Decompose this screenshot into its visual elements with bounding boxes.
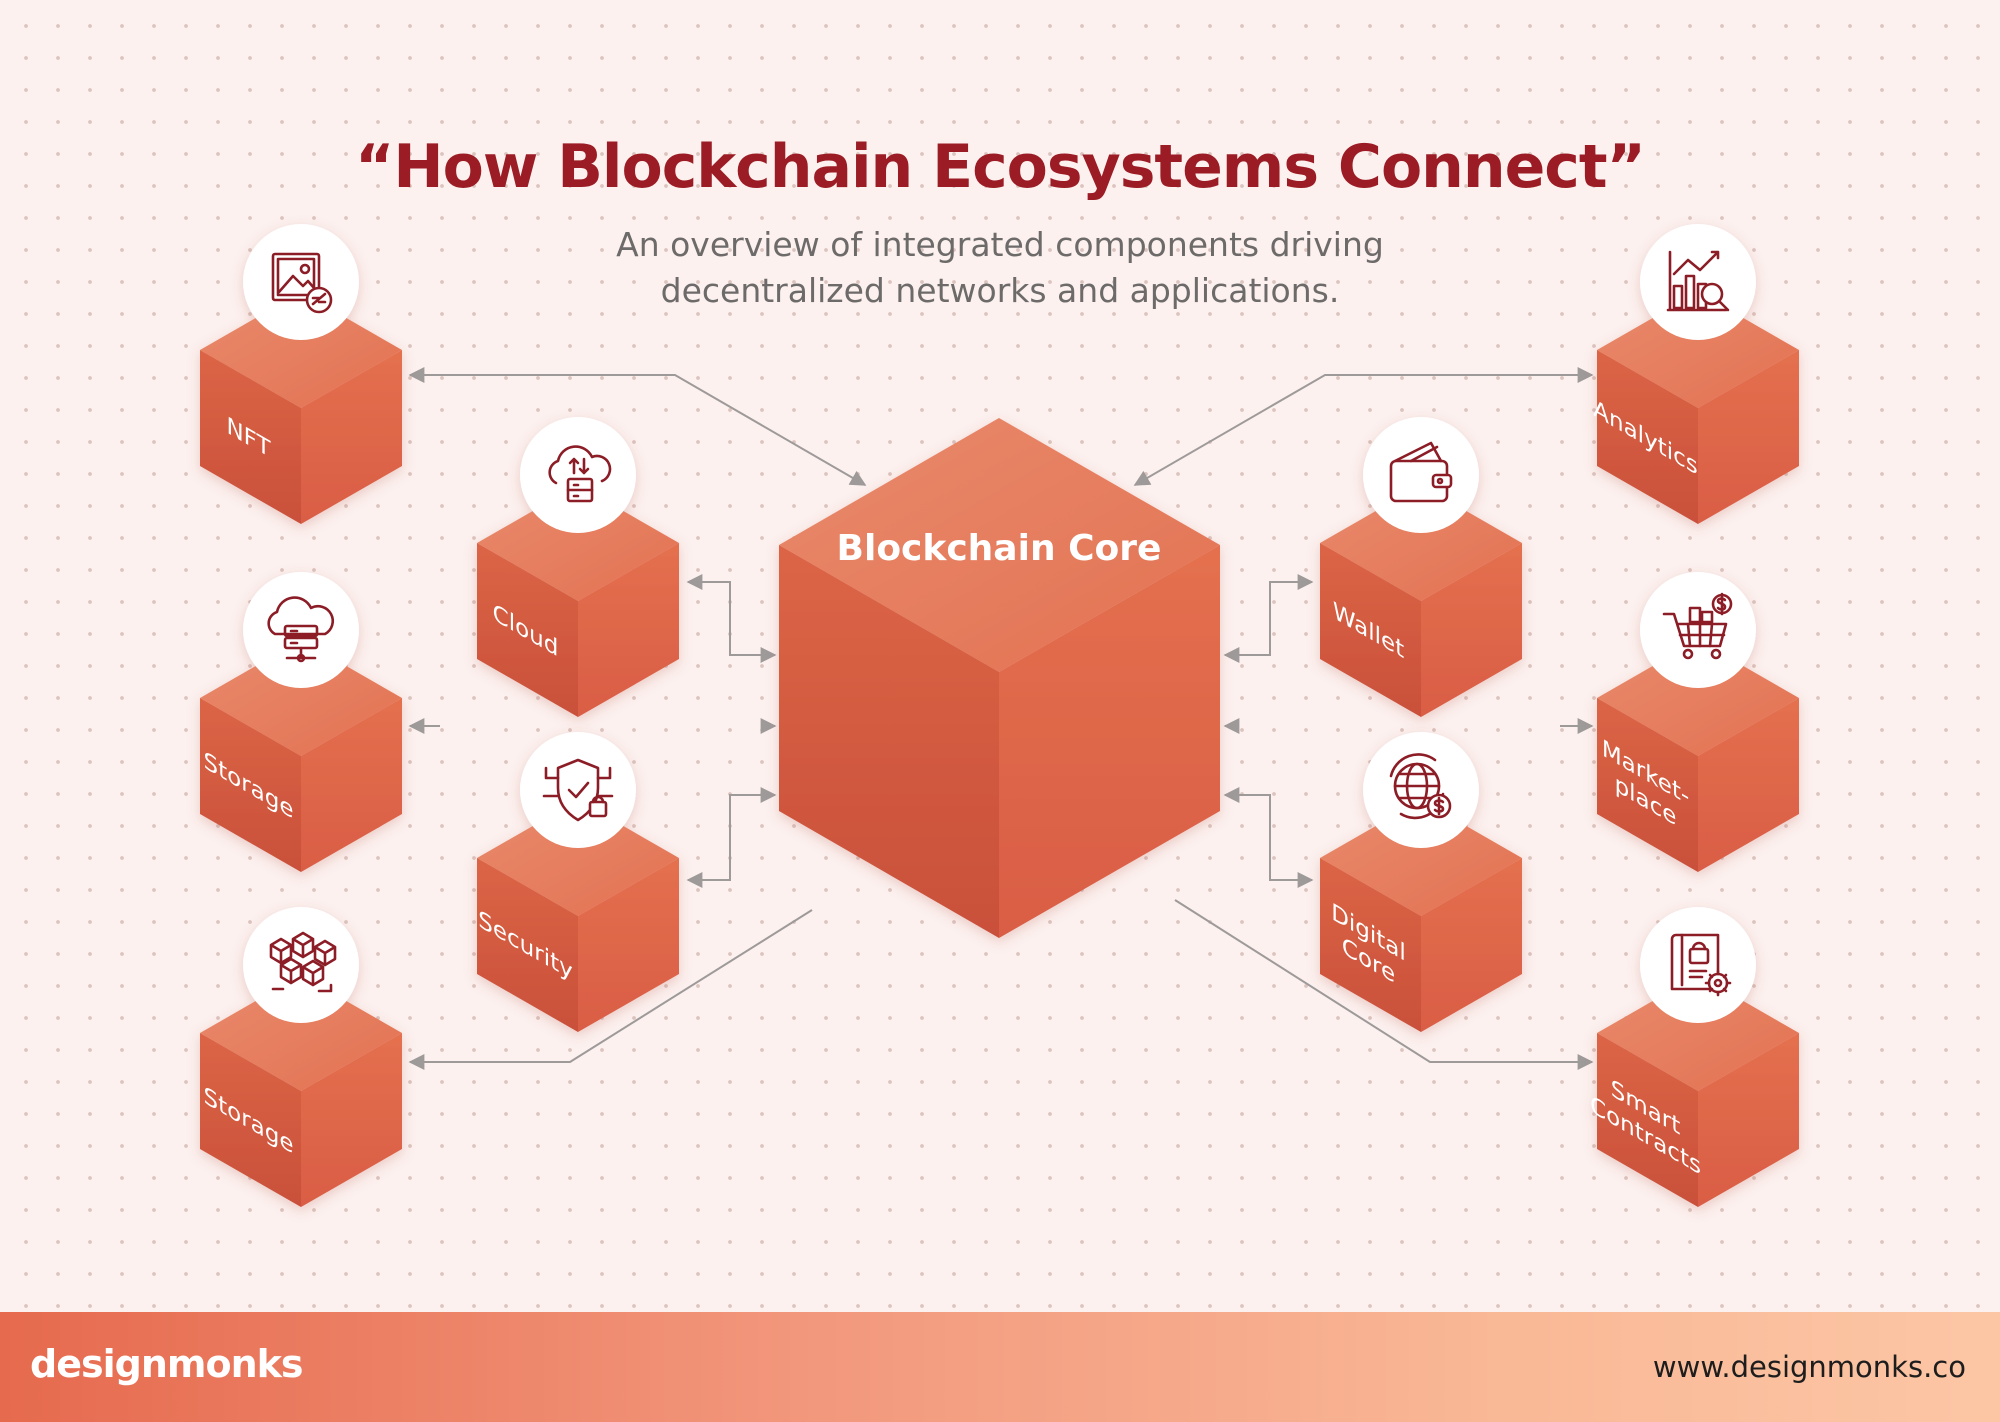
cube-left-face — [477, 858, 578, 1032]
icon-badge-wallet — [1363, 417, 1479, 533]
cube-analytics: Analytics — [1593, 224, 1799, 524]
footer-url[interactable]: www.designmonks.co — [1652, 1350, 1966, 1384]
cloud-server-icon — [267, 596, 335, 663]
icon-badge-smart-contracts — [1640, 907, 1756, 1023]
core-cube-top — [779, 418, 1220, 672]
page-subtitle: An overview of integrated components dri… — [0, 222, 2000, 314]
cube-left-face — [1597, 350, 1698, 524]
cube-left-face — [200, 350, 301, 524]
cube-left-face — [1597, 698, 1698, 872]
nft-image-icon — [271, 252, 333, 314]
connector-smartcontracts-core — [1174, 899, 1594, 1070]
cube-security: Security — [477, 732, 679, 1032]
blocks-icon — [269, 931, 337, 993]
ecosystem-diagram: Blockchain Core NFTCloudStorageSecurityS… — [200, 224, 1799, 1207]
cube-storage-1: Storage — [200, 572, 402, 872]
connectors — [408, 367, 1594, 1070]
shopping-cart-icon — [1662, 592, 1733, 660]
page-title: “How Blockchain Ecosystems Connect” — [355, 132, 1646, 202]
wallet-icon — [1389, 441, 1453, 503]
icon-badge-circle — [1640, 907, 1756, 1023]
connector-wallet-core — [1223, 574, 1314, 663]
icon-badge-circle — [520, 417, 636, 533]
cube-left-face — [1597, 1033, 1698, 1207]
core-cube-left — [779, 545, 999, 938]
icon-badge-circle — [1640, 224, 1756, 340]
connector-security-core — [686, 787, 777, 888]
footer-bar: designmonks www.designmonks.co — [0, 1312, 2000, 1422]
cloud-upload-icon — [548, 445, 612, 503]
icon-badge-circle — [1363, 417, 1479, 533]
cube-digital-core: DigitalCore — [1320, 732, 1522, 1032]
globe-dollar-icon — [1389, 753, 1452, 820]
blockchain-core-cube: Blockchain Core — [779, 418, 1220, 938]
icon-badge-circle — [1640, 572, 1756, 688]
cube-nft: NFT — [200, 224, 402, 524]
cube-cloud: Cloud — [477, 417, 679, 717]
subtitle-line-1: An overview of integrated components dri… — [616, 225, 1384, 264]
cube-right-face — [1698, 698, 1799, 872]
brand-logo: designmonks — [30, 1342, 304, 1386]
cube-left-face — [1320, 543, 1421, 717]
cube-left-face — [1320, 858, 1421, 1032]
icon-badge-circle — [1363, 732, 1479, 848]
cube-right-face — [578, 858, 679, 1032]
contract-gear-icon — [1670, 933, 1732, 997]
cube-left-face — [200, 1033, 301, 1207]
connector-analytics-core — [1133, 367, 1594, 486]
cube-right-face — [1698, 1033, 1799, 1207]
cube-storage-2: Storage — [200, 907, 402, 1207]
cube-right-face — [301, 1033, 402, 1207]
core-cube-right — [999, 545, 1220, 938]
cube-right-face — [301, 350, 402, 524]
shield-lock-icon — [542, 758, 614, 822]
icon-badge-storage-1 — [243, 572, 359, 688]
connector-storage2-core — [408, 909, 813, 1070]
cube-marketplace: Market-place — [1597, 572, 1799, 872]
cube-right-face — [1421, 543, 1522, 717]
cube-right-face — [578, 543, 679, 717]
core-label: Blockchain Core — [837, 528, 1162, 569]
cube-smart-contracts: SmartContracts — [1590, 907, 1799, 1207]
connector-digitalcore-core — [1223, 787, 1314, 888]
icon-badge-circle — [243, 572, 359, 688]
cube-left-face — [477, 543, 578, 717]
connector-cloud-core — [686, 574, 777, 663]
analytics-chart-icon — [1666, 250, 1730, 312]
icon-badge-nft — [243, 224, 359, 340]
icon-badge-analytics — [1640, 224, 1756, 340]
component-cubes: NFTCloudStorageSecurityStorageAnalyticsW… — [200, 224, 1799, 1207]
cube-right-face — [1698, 350, 1799, 524]
icon-badge-digital-core — [1363, 732, 1479, 848]
cube-right-face — [1421, 858, 1522, 1032]
subtitle-line-2: decentralized networks and applications. — [660, 271, 1340, 310]
cube-wallet: Wallet — [1320, 417, 1522, 717]
icon-badge-circle — [520, 732, 636, 848]
icon-badge-circle — [243, 224, 359, 340]
cube-left-face — [200, 698, 301, 872]
connector-nft-core — [408, 367, 867, 486]
cube-right-face — [301, 698, 402, 872]
icon-badge-marketplace — [1640, 572, 1756, 688]
icon-badge-security — [520, 732, 636, 848]
icon-badge-cloud — [520, 417, 636, 533]
icon-badge-storage-2 — [243, 907, 359, 1023]
